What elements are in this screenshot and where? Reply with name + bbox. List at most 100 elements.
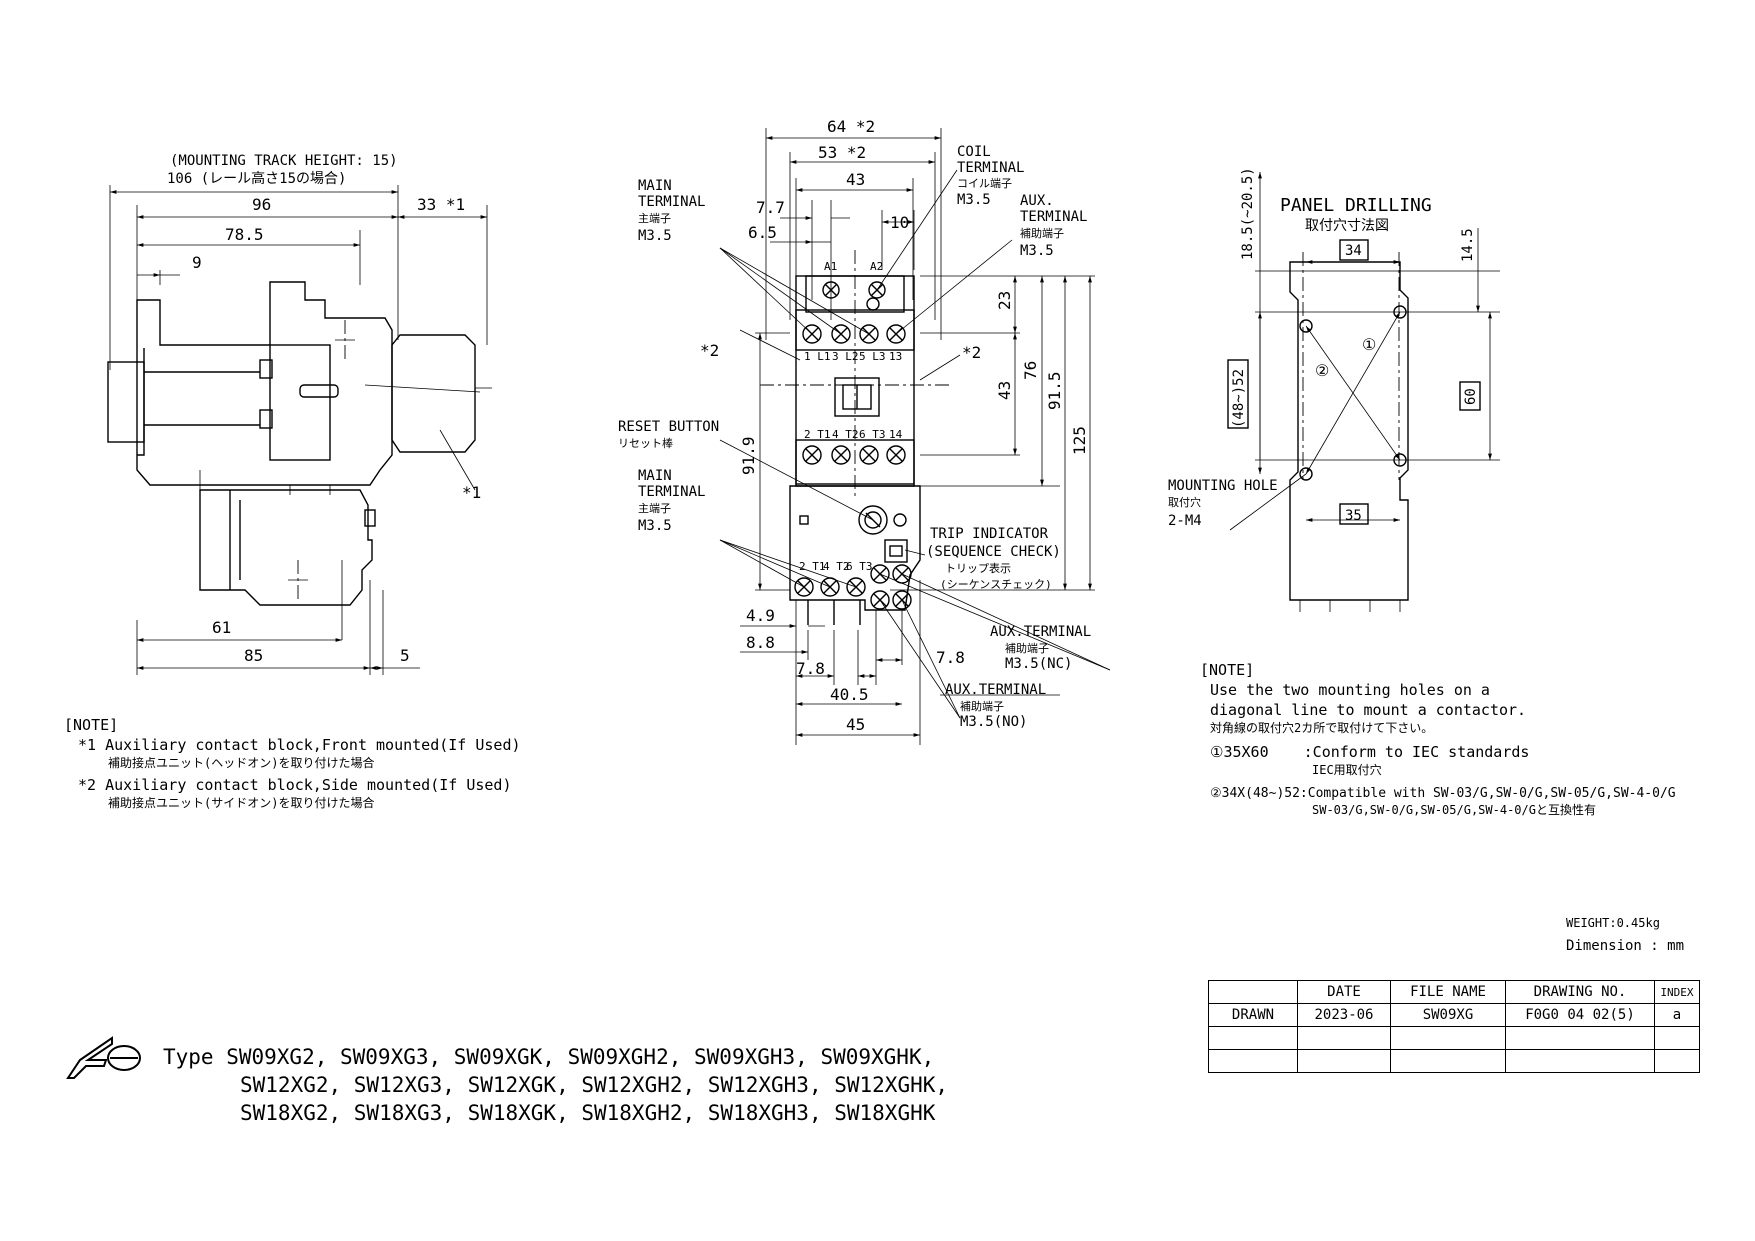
title-block-index: a (1654, 1003, 1700, 1027)
svg-text:A2: A2 (870, 260, 883, 273)
svg-text:取付穴: 取付穴 (1168, 495, 1201, 509)
note-1: *1 Auxiliary contact block,Front mounted… (78, 736, 521, 754)
svg-text:13: 13 (889, 350, 902, 363)
svg-text:TERMINAL: TERMINAL (638, 194, 705, 210)
coil-terminal-label: COIL TERMINAL コイル端子 M3.5 (957, 144, 1024, 208)
svg-text:M3.5: M3.5 (638, 228, 672, 244)
title-block-header-index: INDEX (1654, 980, 1700, 1004)
svg-text:6 T3: 6 T3 (846, 560, 873, 573)
dim-43: 43 (995, 381, 1014, 400)
dim-76: 76 (1021, 361, 1040, 380)
dim-125: 125 (1070, 426, 1089, 455)
bottom-main-screws (802, 445, 906, 465)
title-block-data-row: DRAWN 2023-06 SW09XG F0G0 04 02(5) a (1208, 1003, 1700, 1027)
dim-43-top: 43 (846, 170, 865, 189)
note-right-l7: SW-03/G,SW-0/G,SW-05/G,SW-4-0/Gと互換性有 (1312, 803, 1596, 817)
marker-2: ② (1315, 361, 1329, 380)
dim-14-5: 14.5 (1460, 228, 1476, 262)
svg-text:Type SW09XG2, SW09XG3, SW09XGK: Type SW09XG2, SW09XG3, SW09XGK, SW09XGH2… (163, 1045, 934, 1069)
dim-48-52: (48~)52 (1231, 369, 1247, 428)
title-block-empty-row (1208, 1026, 1700, 1050)
title-block-drawing-no: F0G0 04 02(5) (1505, 1003, 1655, 1027)
main-terminal-bottom-label: MAIN TERMINAL 主端子 M3.5 (638, 468, 705, 534)
panel-drilling-title-jp: 取付穴寸法図 (1305, 218, 1389, 234)
svg-text:RESET BUTTON: RESET BUTTON (618, 419, 719, 435)
weight-label: WEIGHT:0.45kg (1566, 916, 1660, 930)
note-1-jp: 補助接点ユニット(ヘッドオン)を取り付けた場合 (108, 756, 375, 770)
dim-61: 61 (212, 618, 231, 637)
top-terminal-labels: 1 L1 3 L2 5 L3 13 (804, 350, 902, 363)
dim-33: 33 *1 (417, 195, 465, 214)
dim-91-5: 91.5 (1045, 371, 1064, 410)
top-main-screws (802, 324, 906, 344)
notes-right-head: [NOTE] (1200, 661, 1255, 679)
svg-text:(SEQUENCE CHECK): (SEQUENCE CHECK) (926, 544, 1061, 560)
svg-text:M3.5: M3.5 (638, 518, 672, 534)
dim-60: 60 (1463, 388, 1479, 405)
note-right-l4b: :Conform to IEC standards (1303, 743, 1530, 761)
side-view (107, 185, 492, 675)
dim-45: 45 (846, 715, 865, 734)
dim-35: 35 (1345, 508, 1362, 524)
panel-drilling-title: PANEL DRILLING (1280, 195, 1432, 216)
svg-text:補助端子: 補助端子 (960, 699, 1004, 713)
svg-text:6 T3: 6 T3 (859, 428, 886, 441)
svg-text:5 L3: 5 L3 (859, 350, 886, 363)
trip-indicator-label: TRIP INDICATOR (SEQUENCE CHECK) トリップ表示 (… (926, 526, 1061, 591)
dim-85: 85 (244, 646, 263, 665)
title-block: DATE FILE NAME DRAWING NO. INDEX DRAWN 2… (1208, 980, 1700, 1073)
title-block-drawn: DRAWN (1208, 1003, 1298, 1027)
reset-button-label: RESET BUTTON リセット棒 (618, 419, 719, 450)
svg-text:M3.5: M3.5 (957, 192, 991, 208)
svg-text:3 L2: 3 L2 (832, 350, 859, 363)
note-right-l4a: ①35X60 (1210, 743, 1269, 761)
aux-terminal-top-label: AUX. TERMINAL 補助端子 M3.5 (1020, 193, 1087, 259)
svg-text:リセット棒: リセット棒 (618, 436, 673, 450)
svg-text:TERMINAL: TERMINAL (1020, 209, 1087, 225)
dim-34: 34 (1345, 243, 1362, 259)
dim-23: 23 (995, 291, 1014, 310)
title-block-header-row: DATE FILE NAME DRAWING NO. INDEX (1208, 980, 1700, 1004)
svg-text:MAIN: MAIN (638, 468, 672, 484)
title-block-file-name: SW09XG (1390, 1003, 1506, 1027)
dim-53: 53 *2 (818, 143, 866, 162)
svg-text:主端子: 主端子 (638, 212, 671, 225)
dim-40-5: 40.5 (830, 685, 869, 704)
dim-4-9: 4.9 (746, 606, 775, 625)
svg-text:COIL: COIL (957, 144, 991, 160)
title-block-date: 2023-06 (1297, 1003, 1391, 1027)
note-right-l2: diagonal line to mount a contactor. (1210, 701, 1527, 719)
note-2-jp: 補助接点ユニット(サイドオン)を取り付けた場合 (108, 796, 375, 810)
svg-text:M3.5: M3.5 (1020, 243, 1054, 259)
notes-right: [NOTE] Use the two mounting holes on a d… (1200, 660, 1676, 818)
dim-7-7: 7.7 (756, 198, 785, 217)
svg-text:補助端子: 補助端子 (1005, 641, 1049, 655)
svg-text:コイル端子: コイル端子 (957, 177, 1012, 190)
callout-star-2-left: *2 (700, 341, 719, 360)
type-list: Type SW09XG2, SW09XG3, SW09XGK, SW09XGH2… (163, 1045, 948, 1125)
note-right-l1: Use the two mounting holes on a (1210, 681, 1490, 699)
note-right-l5: IEC用取付穴 (1312, 763, 1382, 777)
marker-1: ① (1362, 335, 1376, 354)
aux-no-label: AUX.TERMINAL 補助端子 M3.5(NO) (945, 682, 1046, 730)
svg-text:SW12XG2, SW12XG3, SW12XGK, SW1: SW12XG2, SW12XG3, SW12XGK, SW12XGH2, SW1… (240, 1073, 948, 1097)
bottom-terminal-labels: 2 T1 4 T2 6 T3 14 (804, 428, 903, 441)
svg-text:1 L1: 1 L1 (804, 350, 831, 363)
notes-left-head: [NOTE] (64, 716, 119, 734)
svg-text:2 T1: 2 T1 (799, 560, 826, 573)
note-2: *2 Auxiliary contact block,Side mounted(… (78, 776, 512, 794)
svg-text:TERMINAL: TERMINAL (957, 160, 1024, 176)
note-right-l3: 対角線の取付穴2カ所で取付けて下さい。 (1210, 721, 1434, 735)
dim-91-9: 91.9 (739, 436, 758, 475)
dim-8-8: 8.8 (746, 633, 775, 652)
fe-logo: Fe (66, 1036, 141, 1079)
dimension-unit-label: Dimension : mm (1566, 938, 1685, 954)
note-right-l6: ②34X(48~)52:Compatible with SW-03/G,SW-0… (1210, 786, 1676, 801)
svg-text:AUX.TERMINAL: AUX.TERMINAL (945, 682, 1046, 698)
dim-7-8-left: 7.8 (796, 659, 825, 678)
mounting-track-label-en: (MOUNTING TRACK HEIGHT: 15) (170, 153, 398, 169)
svg-text:TRIP INDICATOR: TRIP INDICATOR (930, 526, 1049, 542)
svg-text:A1: A1 (824, 260, 837, 273)
dim-7-8-right: 7.8 (936, 648, 965, 667)
